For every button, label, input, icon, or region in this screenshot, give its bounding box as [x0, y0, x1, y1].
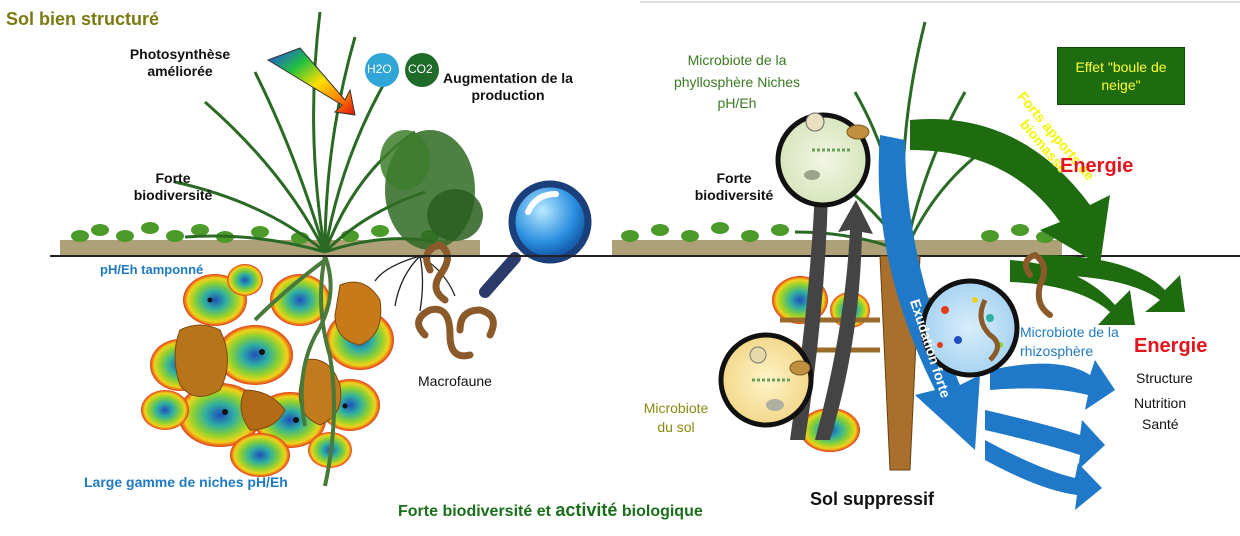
benefit-health: Santé	[1142, 416, 1179, 432]
magnifier-icon	[479, 180, 592, 298]
energy-bottom-label: Energie	[1134, 335, 1208, 357]
co2-bubble-icon	[405, 53, 439, 87]
sun-ray-arrow-icon	[266, 47, 356, 116]
rhizosphere-microbes	[937, 297, 1003, 362]
soil-microbiota-circle	[718, 332, 814, 428]
rhizosphere-circle	[920, 278, 1020, 378]
macrofauna-label: Macrofaune	[418, 373, 492, 389]
shrub-left	[380, 130, 483, 250]
ground-cover-left	[60, 222, 480, 255]
bottom-caption: Forte biodiversité et activité biologiqu…	[398, 500, 703, 520]
roots-left	[253, 255, 336, 487]
energy-arrows-blue	[985, 360, 1115, 510]
ph-buffer-label: pH/Eh tamponné	[100, 262, 204, 277]
phyllosphere-label: Microbiote de la phyllosphère Niches pH/…	[673, 52, 801, 112]
production-label: Augmentation de la production	[443, 70, 573, 104]
energy-arrow-green-2	[1040, 255, 1185, 312]
co2-label: CO2	[408, 62, 433, 76]
left-biodiversity-label: Forte biodiversité	[133, 170, 213, 204]
phyllosphere-circle	[775, 112, 871, 208]
niches-label: Large gamme de niches pH/Eh	[84, 474, 288, 490]
earthworms-right	[1023, 251, 1053, 318]
exudation-arrow	[878, 135, 980, 450]
phyllosphere-microbes	[804, 112, 870, 180]
ground-cover-right	[612, 222, 1062, 255]
left-title: Sol bien structuré	[6, 9, 160, 29]
rhizosphere-label: Microbiote de la rhizosphère	[1020, 324, 1119, 359]
h2o-bubble-icon	[365, 53, 399, 87]
h2o-label: H2O	[367, 62, 392, 76]
biomass-arrow	[910, 119, 1110, 265]
earthworms-left	[415, 241, 497, 360]
suppressive-soil-label: Sol suppressif	[810, 489, 935, 509]
soil-microbes	[749, 346, 811, 411]
right-biodiversity-label: Forte biodiversité	[694, 170, 774, 204]
benefit-structure: Structure	[1136, 370, 1193, 386]
snowball-effect-box: Effet "boule de neige"	[1057, 47, 1185, 105]
energy-top-label: Energie	[1060, 155, 1134, 177]
photosynthesis-label: Photosynthèse améliorée	[129, 46, 231, 80]
soil-microbiota-label: Microbiote du sol	[643, 400, 709, 435]
benefit-nutrition: Nutrition	[1134, 395, 1187, 411]
